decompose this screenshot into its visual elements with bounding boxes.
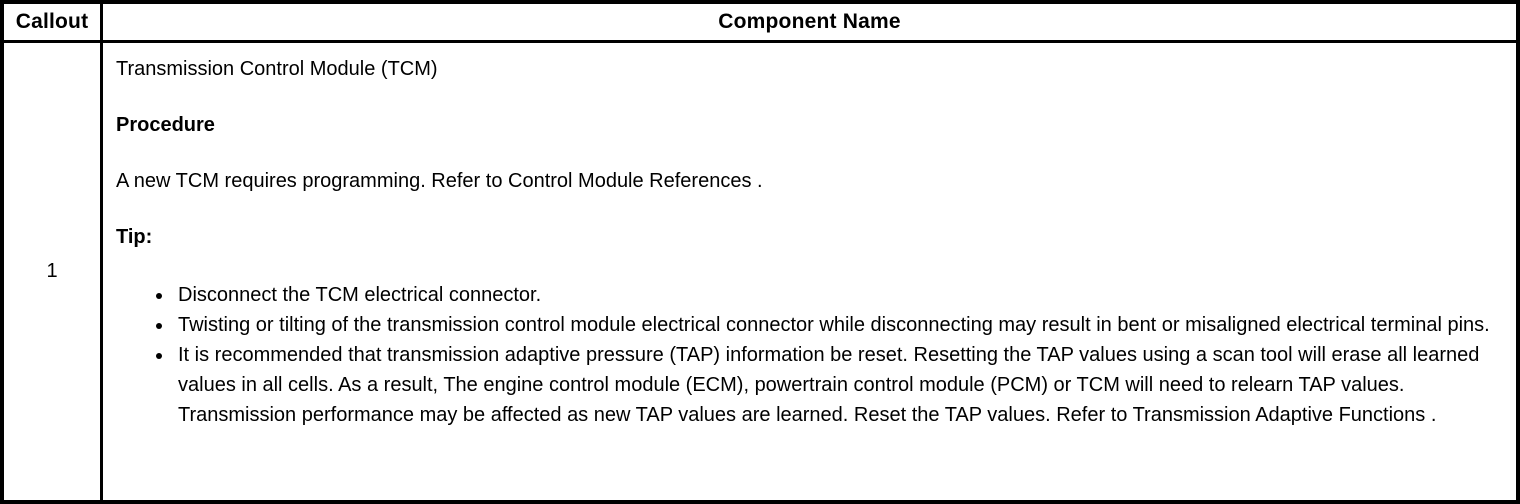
callout-number: 1	[46, 260, 58, 282]
callout-cell: 1	[4, 43, 103, 500]
tip-list: Disconnect the TCM electrical connector.…	[116, 280, 1506, 430]
component-title: Transmission Control Module (TCM)	[116, 58, 438, 80]
procedure-text: A new TCM requires programming. Refer to…	[116, 170, 763, 192]
table-row: 1 Transmission Control Module (TCM) Proc…	[4, 43, 1516, 500]
table-header-row: Callout Component Name	[4, 4, 1516, 43]
procedure-heading: Procedure	[116, 114, 215, 136]
tip-heading: Tip:	[116, 226, 153, 248]
component-name-column-header: Component Name	[718, 10, 901, 33]
tip-item: Twisting or tilting of the transmission …	[174, 310, 1506, 340]
tip-item: Disconnect the TCM electrical connector.	[174, 280, 1506, 310]
tip-item: It is recommended that transmission adap…	[174, 340, 1506, 430]
callout-column-header: Callout	[4, 4, 103, 40]
component-name-cell: Transmission Control Module (TCM) Proced…	[103, 43, 1516, 500]
